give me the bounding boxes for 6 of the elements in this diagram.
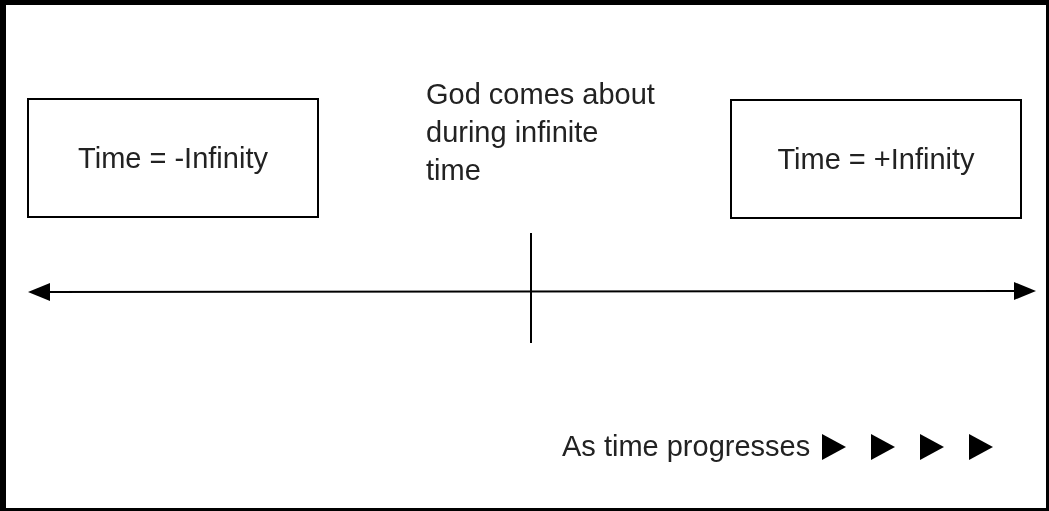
annotation-text: God comes about during infinite time [426, 77, 656, 188]
process-box [27, 98, 319, 218]
process-box [730, 99, 1022, 219]
box-text: Time = -Infinity [78, 140, 268, 176]
caption-text: As time progresses [562, 429, 811, 464]
box-text: Time = +Infinity [777, 141, 975, 177]
